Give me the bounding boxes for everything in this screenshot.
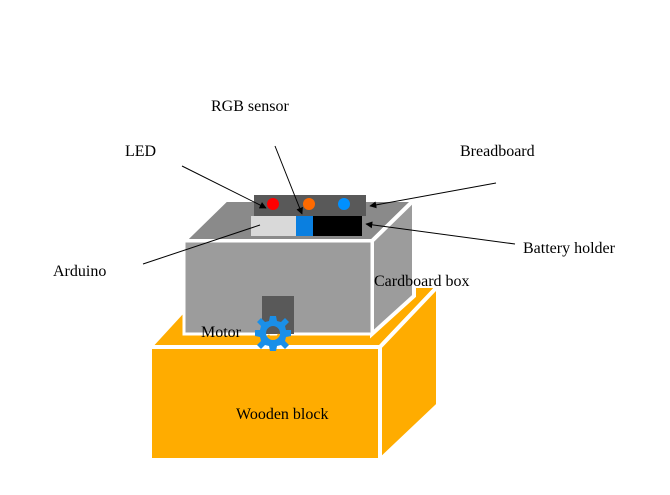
arduino-pointer <box>142 224 261 265</box>
led-label: LED <box>125 143 156 160</box>
rgb-sensor-arrow <box>274 145 303 215</box>
wooden-block-front <box>148 345 382 462</box>
cardboard-box-label: Cardboard box <box>374 273 470 290</box>
arduino-label: Arduino <box>53 263 106 280</box>
battery-holder-arrow <box>365 221 516 245</box>
gear-icon <box>255 316 291 351</box>
breadboard-arrow <box>369 182 497 209</box>
annotation-lines <box>142 145 516 265</box>
battery-holder-label: Battery holder <box>523 240 616 257</box>
motor-label: Motor <box>201 324 242 341</box>
wooden-block-label: Wooden block <box>236 406 328 423</box>
arduino-board <box>251 216 299 236</box>
rgb-sensor-label: RGB sensor <box>211 98 289 115</box>
rgb-sensor <box>296 216 314 236</box>
led-arrow <box>181 165 267 209</box>
battery-holder <box>313 216 362 236</box>
led-blue <box>338 198 350 210</box>
breadboard-label: Breadboard <box>460 143 535 160</box>
led-orange <box>303 198 315 210</box>
led-red <box>267 198 279 210</box>
